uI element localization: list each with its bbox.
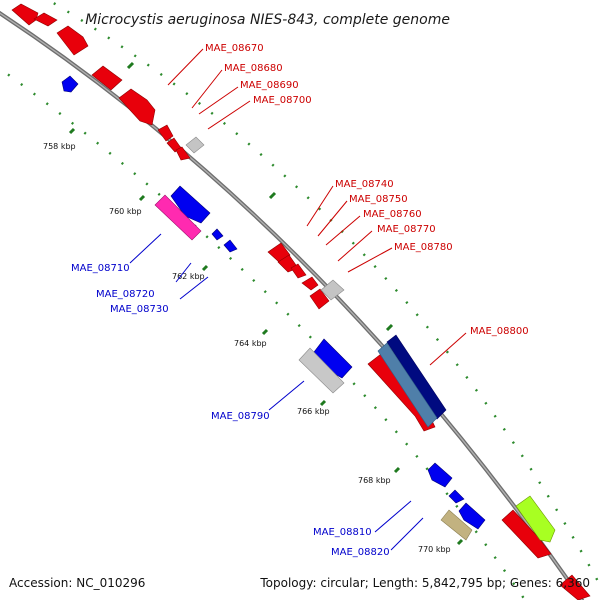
gene-label[interactable]: MAE_08740 (335, 179, 394, 190)
gene-block[interactable] (185, 136, 205, 154)
gene-arrow[interactable] (559, 574, 591, 600)
gene-block-pink[interactable] (154, 194, 202, 241)
gene-label[interactable]: MAE_08720 (96, 289, 155, 300)
gene-bar-steel[interactable] (377, 342, 438, 428)
major-ticks (68, 61, 464, 546)
gene-arrow[interactable] (515, 495, 556, 543)
gene-block[interactable] (320, 279, 345, 301)
gene-label[interactable]: MAE_08680 (224, 63, 283, 74)
gene-label[interactable]: MAE_08670 (205, 43, 264, 54)
forward-yellowgreen (515, 495, 556, 543)
gene-label[interactable]: MAE_08770 (377, 224, 436, 235)
gene-label[interactable]: MAE_08780 (394, 242, 453, 253)
genome-backbone (0, 10, 585, 600)
tick-label: 770 kbp (418, 545, 451, 554)
forward-gene-labels: MAE_08670 MAE_08680 MAE_08690 MAE_08700 … (205, 43, 529, 337)
gene-label[interactable]: MAE_08760 (363, 209, 422, 220)
gene-arrow[interactable] (211, 228, 224, 241)
gene-label[interactable]: MAE_08820 (331, 547, 390, 558)
gene-arrow[interactable] (223, 239, 238, 253)
gene-label[interactable]: MAE_08700 (253, 95, 312, 106)
tick-label: 764 kbp (234, 339, 267, 348)
gene-label[interactable]: MAE_08750 (349, 194, 408, 205)
tick-label: 762 kbp (172, 272, 205, 281)
dotted-track-inner (0, 67, 526, 600)
topology-text: Topology: circular; Length: 5,842,795 bp… (259, 576, 590, 590)
forward-genes (11, 3, 591, 600)
tick-label: 768 kbp (358, 476, 391, 485)
gene-label[interactable]: MAE_08800 (470, 326, 529, 337)
accession-text: Accession: NC_010296 (9, 576, 145, 590)
gene-arrow[interactable] (91, 65, 123, 91)
gene-arrow[interactable] (56, 25, 89, 56)
gene-arrow[interactable] (175, 146, 191, 161)
forward-bars (377, 334, 447, 428)
gene-arrow[interactable] (61, 75, 79, 93)
gene-label[interactable]: MAE_08810 (313, 527, 372, 538)
gene-label[interactable]: MAE_08730 (110, 304, 169, 315)
gene-arrow[interactable] (458, 502, 486, 530)
reverse-gene-labels: MAE_08710 MAE_08720 MAE_08730 MAE_08790 … (71, 263, 390, 558)
tick-label: 766 kbp (297, 407, 330, 416)
gene-arrow[interactable] (118, 88, 156, 126)
gene-arrow[interactable] (33, 12, 58, 27)
gene-arrow[interactable] (157, 124, 174, 142)
reverse-genes (61, 75, 486, 530)
gene-label[interactable]: MAE_08690 (240, 80, 299, 91)
reverse-leaders (129, 233, 424, 551)
gene-arrow[interactable] (11, 3, 39, 26)
gene-arrow[interactable] (267, 242, 291, 263)
gene-arrow[interactable] (448, 489, 465, 504)
forward-leaders (167, 48, 467, 366)
gene-block-grey[interactable] (298, 347, 345, 394)
gene-arrow[interactable] (309, 288, 330, 310)
forward-other-genes (185, 136, 345, 301)
map-title: Microcystis aeruginosa NIES-843, complet… (85, 12, 450, 28)
reverse-other-genes (154, 194, 473, 541)
gene-arrow[interactable] (501, 509, 552, 559)
gene-block-khaki[interactable] (440, 509, 473, 541)
gene-label[interactable]: MAE_08790 (211, 411, 270, 422)
tick-label: 758 kbp (43, 142, 76, 151)
kbp-labels: 758 kbp 760 kbp 762 kbp 764 kbp 766 kbp … (43, 142, 451, 554)
gene-arrow[interactable] (427, 462, 453, 488)
gene-label[interactable]: MAE_08710 (71, 263, 130, 274)
gene-arrow[interactable] (290, 263, 307, 279)
tick-label: 760 kbp (109, 207, 142, 216)
gene-arrow[interactable] (301, 276, 319, 291)
